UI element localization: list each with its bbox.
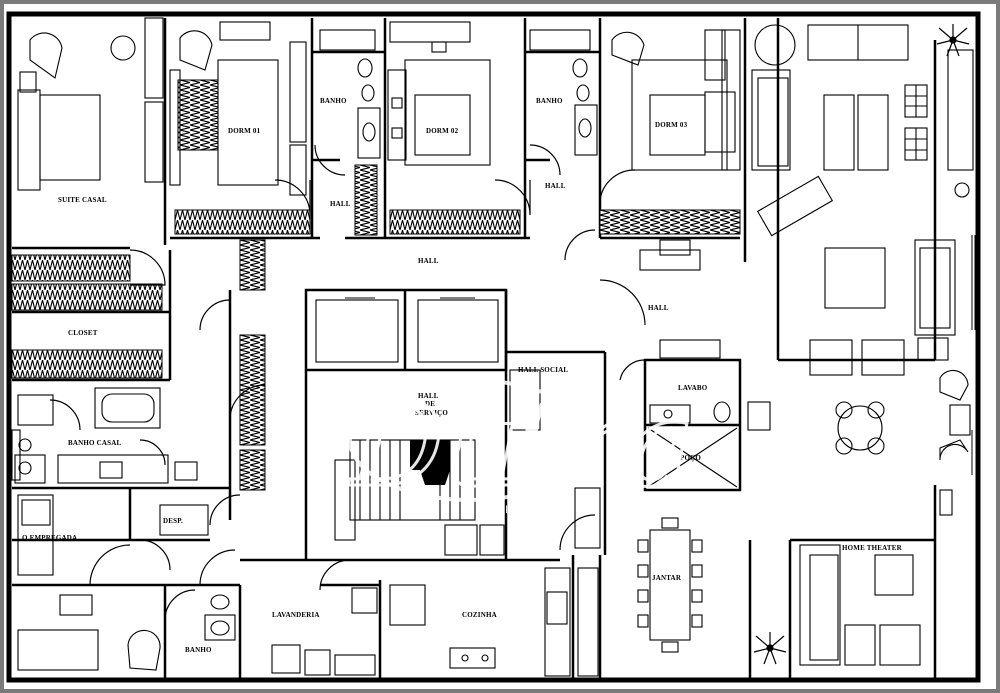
label-jantar: JANTAR bbox=[652, 574, 682, 582]
label-lavabo: LAVABO bbox=[678, 384, 708, 392]
label-banho-1: BANHO bbox=[320, 97, 347, 105]
label-banho-servico: BANHO bbox=[185, 646, 212, 654]
label-hall-servico-2: DE bbox=[425, 400, 435, 408]
label-dorm-03: DORM 03 bbox=[655, 121, 688, 129]
label-poco: POÇO bbox=[680, 454, 701, 462]
label-banho-2: BANHO bbox=[536, 97, 563, 105]
label-hall-servico-1: HALL bbox=[418, 392, 439, 400]
stairwell-void bbox=[410, 440, 450, 470]
label-lavanderia: LAVANDERIA bbox=[272, 611, 320, 619]
wardrobes bbox=[11, 79, 741, 491]
plant-icon bbox=[936, 24, 970, 57]
label-home-theater: HOME THEATER bbox=[842, 544, 903, 552]
label-dorm-01: DORM 01 bbox=[228, 127, 261, 135]
label-cozinha: COZINHA bbox=[462, 611, 497, 619]
doors bbox=[49, 144, 646, 621]
watermark: Dutra IMÓVEIS bbox=[347, 374, 697, 517]
label-hall-servico-3: SERVIÇO bbox=[415, 409, 448, 417]
label-suite-casal: SUITE CASAL bbox=[58, 196, 107, 204]
label-q-empregada: Q.EMPREGADA bbox=[22, 534, 77, 542]
label-closet: CLOSET bbox=[68, 329, 98, 337]
label-banho-casal: BANHO CASAL bbox=[68, 439, 121, 447]
label-desp: DESP. bbox=[163, 517, 183, 525]
plant-icons bbox=[753, 24, 970, 665]
label-hall-1: HALL bbox=[330, 200, 351, 208]
plant-icon bbox=[753, 632, 787, 665]
furniture bbox=[11, 17, 974, 677]
watermark-tagline: IMÓVEIS bbox=[505, 503, 572, 516]
outer-wall bbox=[6, 11, 981, 683]
windows bbox=[971, 235, 976, 475]
label-hall-social: HALL SOCIAL bbox=[518, 366, 568, 374]
room-labels: SUITE CASAL DORM 01 BANHO DORM 02 BANHO … bbox=[22, 97, 903, 654]
watermark-brand: Dutra bbox=[348, 375, 695, 513]
label-hall-3: HALL bbox=[418, 257, 439, 265]
label-hall-2: HALL bbox=[545, 182, 566, 190]
walls bbox=[12, 18, 937, 680]
label-dorm-02: DORM 02 bbox=[426, 127, 459, 135]
label-hall-4: HALL bbox=[648, 304, 669, 312]
